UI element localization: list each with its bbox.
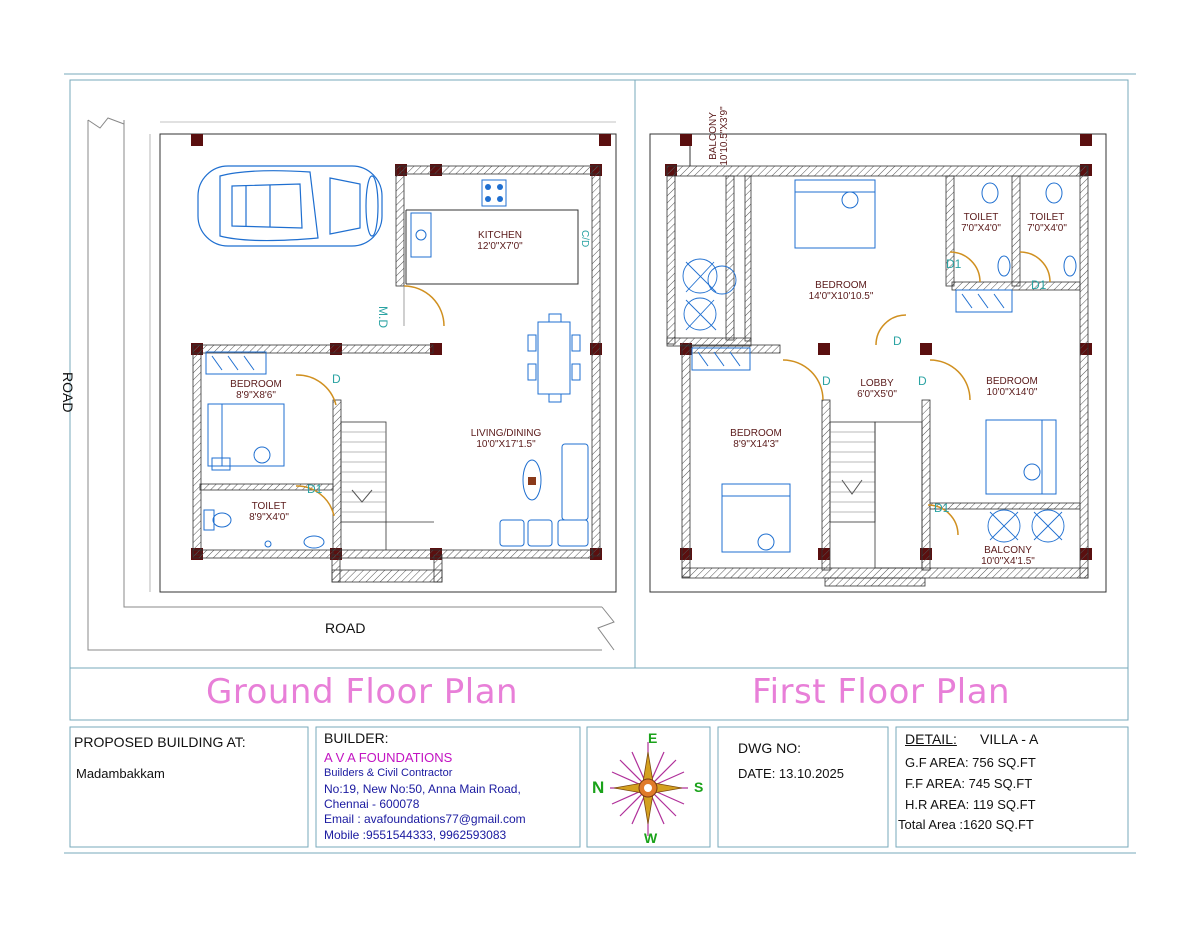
room-name: BEDROOM [815,280,867,291]
room-name: BALCONY [984,545,1032,556]
room-label-living-dining: LIVING/DINING 10'0"X17'1.5" [456,428,556,450]
dwg-no-label: DWG NO: [738,740,801,756]
door-label-bedroom: D [332,372,341,386]
room-label-ground-toilet: TOILET 8'9"X4'0" [234,501,304,523]
room-label-first-bedroom-right: BEDROOM 10'0"X14'0" [974,376,1050,398]
compass-east: E [648,730,658,746]
room-size: 12'0"X7'0" [477,241,523,252]
room-name: TOILET [251,501,287,512]
door-label-lobby-top: D [893,334,902,348]
first-floor-title: First Floor Plan [752,672,1011,712]
car-icon [197,165,383,247]
gf-area: G.F AREA: 756 SQ.FT [905,755,1036,770]
room-label-toilet-right: TOILET 7'0"X4'0" [1022,212,1072,234]
room-label-ground-bedroom: BEDROOM 8'9"X8'6" [220,379,292,401]
room-label-lobby: LOBBY 6'0"X5'0" [846,378,908,400]
builder-mobile: Mobile :9551544333, 9962593083 [324,828,507,842]
door-label-lobby-left: D [822,374,831,388]
proposed-building-label: PROPOSED BUILDING AT: [74,734,246,750]
hr-area: H.R AREA: 119 SQ.FT [905,797,1036,812]
builder-line: No:19, New No:50, Anna Main Road, [324,782,521,796]
builder-label: BUILDER: [324,730,389,746]
room-label-first-bedroom-left: BEDROOM 8'9"X14'3" [720,428,792,450]
room-size: 7'0"X4'0" [961,223,1001,234]
room-size: 6'0"X5'0" [857,389,897,400]
room-label-first-bedroom-top: BEDROOM 14'0"X10'10.5" [796,280,886,302]
room-label-kitchen: KITCHEN 12'0"X7'0" [460,230,540,252]
door-label-bedroom-toilet: D1 [946,257,962,271]
road-label-west: ROAD [60,372,76,413]
road-label-south: ROAD [325,620,366,636]
room-size: 8'9"X8'6" [236,390,276,401]
room-name: BEDROOM [230,379,282,390]
door-label-toilet-right: D1 [1031,278,1047,292]
room-size: 10'0"X17'1.5" [476,439,536,450]
room-label-first-balcony: BALCONY 10'10.5"X3'9" [708,86,730,186]
compass-west: W [644,830,658,846]
compass-north: N [592,778,605,797]
title-block-frame [69,726,1129,848]
door-label-cd: C/D [579,230,590,248]
room-name: TOILET [1029,212,1065,223]
room-name: LOBBY [860,378,894,389]
door-label-main: M.D [376,306,390,328]
builder-line: Builders & Civil Contractor [324,767,453,779]
first-floor-plan [649,133,1107,593]
room-size: 8'9"X14'3" [733,439,779,450]
room-name: KITCHEN [478,230,522,241]
door-label-balcony: D1 [934,501,950,515]
builder-line: Chennai - 600078 [324,797,420,811]
total-area: Total Area :1620 SQ.FT [898,817,1034,832]
compass-south: S [694,779,704,795]
ground-floor-plan [87,117,617,651]
room-size: 10'10.5"X3'9" [719,106,730,166]
room-size: 10'0"X14'0" [986,387,1038,398]
ground-floor-title: Ground Floor Plan [206,672,519,712]
project-location: Madambakkam [76,766,165,781]
room-name: LIVING/DINING [470,428,542,439]
detail-label: DETAIL: [905,731,957,747]
room-size: 14'0"X10'10.5" [808,291,874,302]
door-label-lobby-right: D [918,374,927,388]
door-label-toilet: D1 [307,482,323,496]
detail-value: VILLA - A [980,731,1039,747]
room-name: BEDROOM [730,428,782,439]
room-size: 7'0"X4'0" [1027,223,1067,234]
room-size: 8'9"X4'0" [249,512,289,523]
builder-email: Email : avafoundations77@gmail.com [324,812,526,826]
drawing-date: DATE: 13.10.2025 [738,766,844,781]
ff-area: F.F AREA: 745 SQ.FT [905,776,1033,791]
compass-rose-icon [610,742,688,836]
room-size: 10'0"X4'1.5" [981,556,1035,567]
room-name: BALCONY [708,112,719,160]
room-label-first-balcony-bottom: BALCONY 10'0"X4'1.5" [968,545,1048,567]
room-name: TOILET [963,212,999,223]
builder-name: A V A FOUNDATIONS [324,750,453,765]
room-name: BEDROOM [986,376,1038,387]
room-label-toilet-left: TOILET 7'0"X4'0" [956,212,1006,234]
